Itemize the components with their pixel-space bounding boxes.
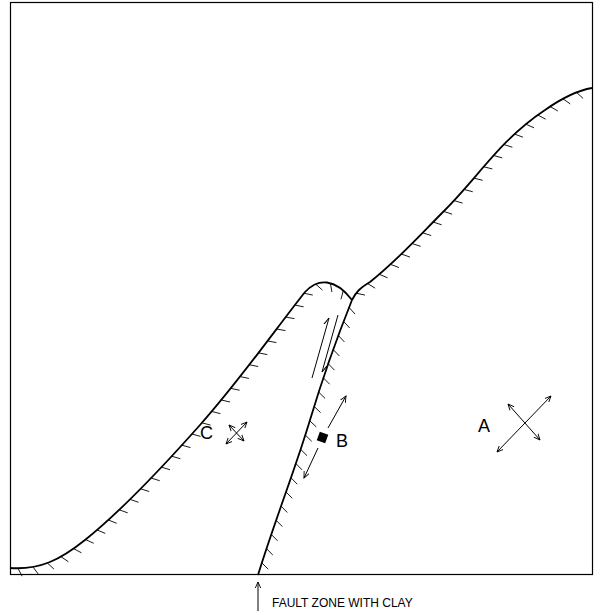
- hachure-tick: [231, 388, 240, 390]
- hachure-tick: [281, 506, 287, 512]
- hachure-tick: [563, 99, 570, 104]
- hachure-tick: [277, 329, 286, 331]
- hachure-tick: [259, 353, 268, 355]
- hachure-tick: [240, 377, 249, 379]
- hachure-tick: [319, 392, 325, 398]
- hachure-tick: [484, 167, 493, 169]
- hachure-tick: [444, 211, 452, 214]
- hachure-tick: [119, 510, 127, 513]
- hachure-tick: [130, 499, 138, 502]
- hachure-tick: [151, 478, 160, 481]
- stress-arrow: [226, 422, 247, 444]
- hachure-tick: [412, 244, 420, 247]
- hachure-tick: [333, 350, 339, 356]
- hachure-tick: [504, 145, 513, 148]
- hachure-tick: [323, 378, 329, 384]
- hachure-tick: [192, 434, 201, 436]
- hachure-tick: [108, 520, 116, 523]
- hachure-tick: [271, 534, 277, 540]
- hachure-tick: [86, 540, 94, 544]
- hachure-tick: [454, 201, 463, 204]
- hachure-tick: [341, 291, 343, 300]
- hachure-tick: [538, 115, 546, 119]
- hachure-tick: [97, 530, 105, 533]
- hachure-tick: [291, 478, 297, 484]
- hachure-tick: [314, 406, 320, 412]
- stress-arrow: [508, 404, 540, 440]
- hachure-tick: [338, 335, 344, 342]
- hachure-tick: [433, 222, 442, 225]
- hachure-tick: [391, 264, 399, 267]
- hachure-tick: [305, 435, 311, 441]
- frame: [11, 3, 593, 575]
- hachure-tick: [301, 449, 307, 455]
- hachure-tick: [162, 467, 171, 470]
- hachure-tick: [464, 189, 473, 191]
- right-slope: [352, 88, 592, 300]
- stress-point: [317, 432, 329, 444]
- hachure-tick: [526, 124, 534, 128]
- hachure-tick: [74, 549, 82, 553]
- hachure-tick: [221, 400, 230, 402]
- hachure-tick: [262, 563, 268, 569]
- hachure-tick: [212, 411, 221, 413]
- hachure-tick: [47, 563, 54, 569]
- hachure-tick: [494, 155, 503, 157]
- hachure-tick: [402, 254, 410, 257]
- hachure-tick: [141, 489, 150, 492]
- hachure-tick: [304, 293, 313, 295]
- hachure-tick: [268, 341, 277, 343]
- hachure-tick: [18, 568, 22, 576]
- hachure-tick: [474, 178, 483, 180]
- zone-label: C: [200, 424, 213, 442]
- caption-note: FAULT ZONE WITH CLAY: [272, 597, 413, 609]
- shear-arrow: [322, 315, 338, 372]
- hachures: [18, 92, 583, 576]
- zone-label: B: [336, 432, 348, 450]
- hachure-tick: [344, 321, 350, 328]
- hachure-tick: [249, 365, 258, 367]
- hachure-tick: [61, 557, 68, 562]
- zone-label: A: [478, 417, 490, 435]
- hachure-tick: [33, 567, 38, 574]
- hachure-tick: [330, 283, 332, 292]
- hachure-tick: [550, 107, 558, 111]
- hachure-tick: [368, 284, 376, 289]
- hachure-tick: [266, 549, 272, 555]
- hachure-tick: [356, 293, 365, 295]
- stress-arrow: [497, 396, 551, 452]
- left-hill-slope: [10, 282, 352, 568]
- hachure-tick: [286, 492, 292, 498]
- hachure-tick: [296, 464, 302, 470]
- hachure-tick: [295, 305, 304, 307]
- hachure-tick: [172, 456, 181, 458]
- fault-zone: [258, 300, 352, 575]
- hachure-tick: [515, 134, 523, 137]
- hachure-tick: [276, 520, 282, 526]
- hachure-tick: [310, 421, 317, 427]
- stress-arrow: [328, 396, 346, 428]
- hachure-tick: [349, 307, 355, 314]
- hachure-tick: [182, 445, 191, 447]
- stress-arrow: [229, 425, 244, 441]
- hachure-tick: [286, 317, 295, 319]
- hachure-tick: [379, 274, 387, 277]
- stress-arrow: [304, 448, 318, 478]
- hachure-tick: [316, 284, 323, 290]
- hachure-tick: [328, 364, 334, 370]
- pointer-arrow: [258, 582, 259, 611]
- shear-arrow: [312, 318, 329, 378]
- hachure-tick: [577, 92, 584, 98]
- hachure-tick: [423, 233, 432, 236]
